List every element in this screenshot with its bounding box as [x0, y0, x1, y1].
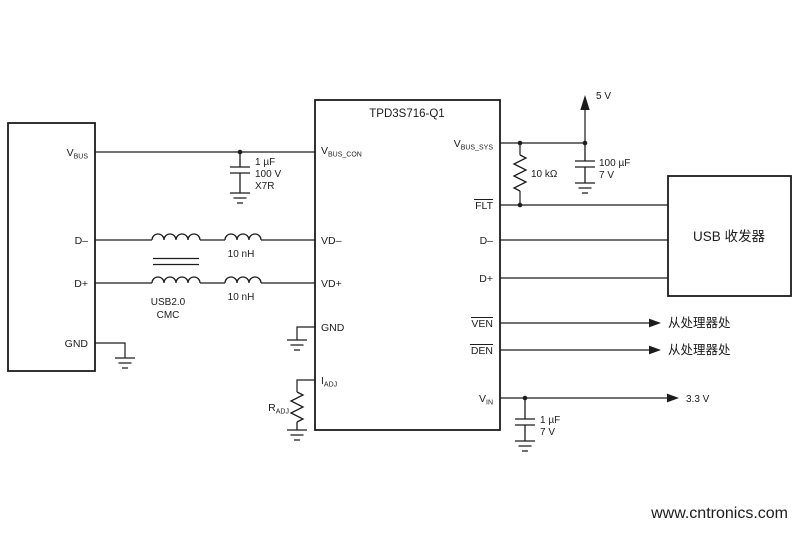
cmc-core [153, 257, 199, 266]
ic-pin-iadj: IADJ [321, 375, 337, 389]
ic-pin-vbus-con: VBUS_CON [321, 145, 362, 159]
arrow-right-den [649, 345, 661, 355]
ic-pin-ven: VEN [471, 318, 493, 330]
gnd-symbol-sys-cap [575, 182, 595, 194]
vin-cap-value: 1 µF [540, 415, 560, 426]
sys-cap-rating: 7 V [599, 170, 614, 181]
pullup-resistor: 10 kΩ [512, 154, 558, 192]
transceiver-label: USB 收发器 [693, 229, 766, 244]
radj-label: RADJ [268, 402, 289, 416]
den-signal: 从处理器处 [649, 343, 731, 357]
cmc-label-1: USB2.0 [151, 297, 186, 308]
arrow-up-5v [580, 95, 590, 110]
input-cap: 1 µF 100 V X7R [230, 152, 281, 204]
inductor-dplus: 10 nH [224, 276, 262, 303]
cmc: USB2.0 CMC [151, 233, 201, 321]
ic-pin-den: DEN [471, 345, 493, 357]
ven-annotation: 从处理器处 [668, 316, 731, 330]
inductor-dminus-label: 10 nH [228, 249, 255, 260]
ven-signal: 从处理器处 [649, 316, 731, 330]
usb-transceiver-block: USB 收发器 [667, 175, 792, 297]
ic-pin-vbus-sys: VBUS_SYS [454, 138, 494, 152]
ic-pin-gnd: GND [321, 322, 345, 334]
label-3v3: 3.3 V [686, 394, 710, 405]
gnd-symbol-connector [115, 357, 135, 369]
pin-dplus: D+ [74, 278, 88, 290]
wires [95, 110, 668, 399]
ic-pin-dplus: D+ [479, 273, 493, 285]
junction-dots [237, 140, 588, 401]
rail-5v: 5 V [580, 91, 611, 110]
ic-outline [314, 99, 501, 431]
usb-connector-block: VBUS D– D+ GND [7, 122, 96, 372]
den-annotation: 从处理器处 [668, 343, 731, 357]
ic-pin-flt: FLT [475, 200, 493, 212]
ic-block: TPD3S716-Q1 VBUS_CON VD– VD+ GND IADJ VB… [314, 99, 501, 431]
gnd-symbol-input-cap [230, 192, 250, 204]
input-cap-rating: 100 V [255, 169, 281, 180]
ic-pin-dminus: D– [480, 235, 494, 247]
input-cap-dielectric: X7R [255, 181, 274, 192]
label-5v: 5 V [596, 91, 611, 102]
inductor-dminus: 10 nH [224, 233, 262, 260]
gnd-symbol-radj [287, 429, 307, 441]
sys-cap-value: 100 µF [599, 158, 630, 169]
cmc-winding-top [151, 233, 201, 241]
ic-pin-vdplus: VD+ [321, 278, 342, 290]
ic-title: TPD3S716-Q1 [369, 108, 444, 120]
watermark: www.cntronics.com [650, 505, 788, 522]
sys-cap: 100 µF 7 V [575, 143, 630, 194]
arrow-right-ven [649, 318, 661, 328]
gnd-symbol-ic [287, 339, 307, 351]
rail-3v3: 3.3 V [667, 393, 710, 405]
cmc-label-2: CMC [157, 310, 180, 321]
gnd-symbol-vin-cap [515, 440, 535, 452]
cmc-winding-bottom [151, 276, 201, 284]
vin-cap: 1 µF 7 V [515, 398, 560, 452]
pin-dminus: D– [75, 235, 89, 247]
usb-connector-outline [7, 122, 96, 372]
pin-gnd: GND [65, 338, 89, 350]
radj-resistor: RADJ [268, 391, 307, 441]
vin-cap-rating: 7 V [540, 427, 555, 438]
ic-pin-vin: VIN [479, 393, 493, 407]
pullup-label: 10 kΩ [531, 169, 558, 180]
ic-pin-vdminus: VD– [321, 235, 342, 247]
transceiver-outline [667, 175, 792, 297]
input-cap-value: 1 µF [255, 157, 275, 168]
pin-vbus: VBUS [67, 147, 89, 161]
inductor-dplus-label: 10 nH [228, 292, 255, 303]
arrow-right-3v3 [667, 393, 679, 403]
